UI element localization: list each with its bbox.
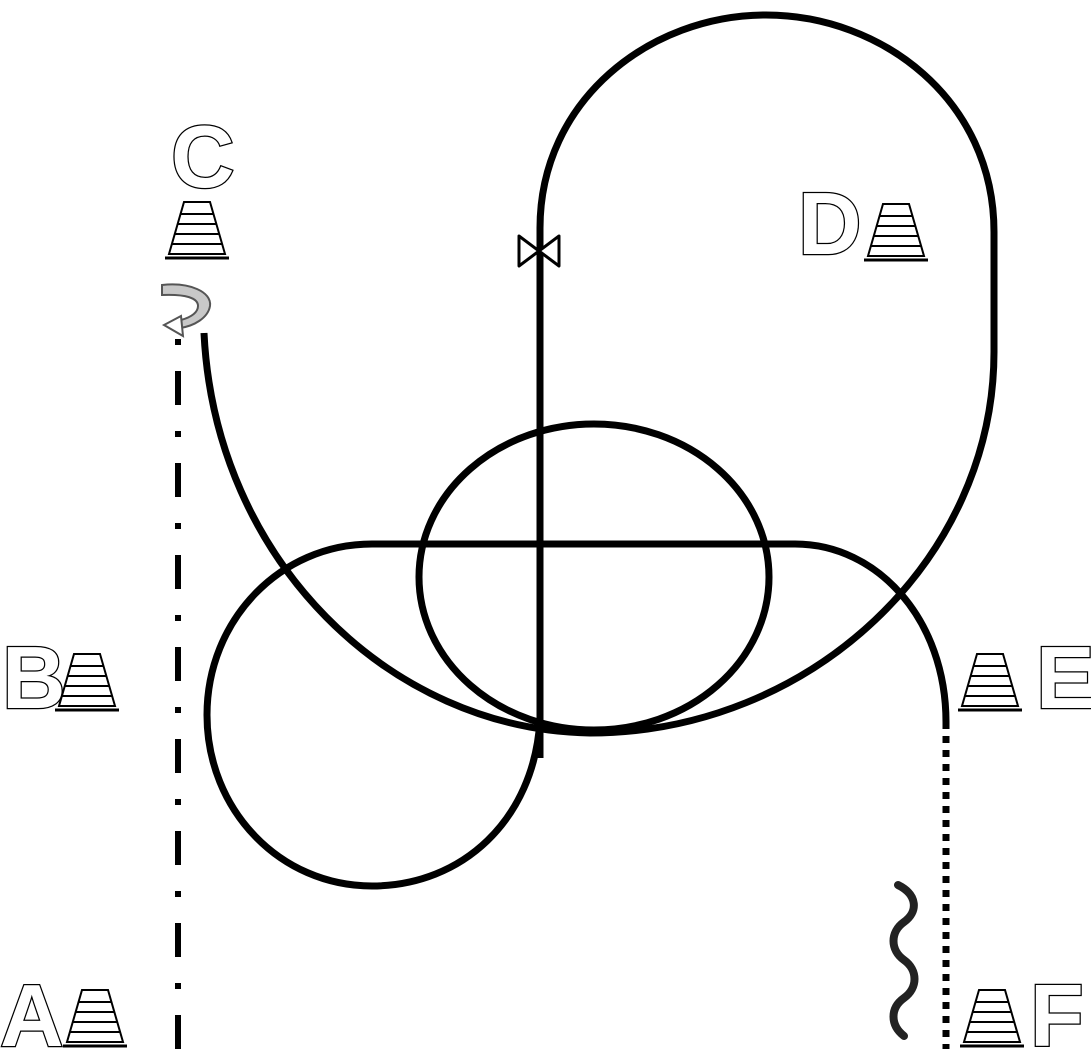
cone-f-icon bbox=[958, 988, 1026, 1048]
cone-c-icon bbox=[163, 200, 231, 260]
bowtie-marker-icon bbox=[517, 234, 561, 268]
cone-a-icon bbox=[61, 988, 129, 1048]
u-turn-arrow-icon bbox=[161, 283, 212, 338]
left-circle-path bbox=[203, 540, 544, 890]
label-d: D bbox=[798, 174, 862, 273]
wavy-line-icon bbox=[889, 881, 919, 1040]
sweeping-arc-path bbox=[200, 232, 998, 737]
d-lobe-path bbox=[536, 11, 998, 758]
center-ellipse-path bbox=[415, 420, 773, 734]
label-a: A bbox=[0, 966, 64, 1049]
cone-d-icon bbox=[862, 202, 930, 262]
label-b: B bbox=[2, 628, 66, 727]
cone-e-icon bbox=[956, 652, 1024, 712]
label-e: E bbox=[1036, 628, 1091, 727]
label-f: F bbox=[1030, 966, 1084, 1049]
label-c: C bbox=[171, 107, 235, 206]
horizontal-path bbox=[394, 540, 950, 723]
